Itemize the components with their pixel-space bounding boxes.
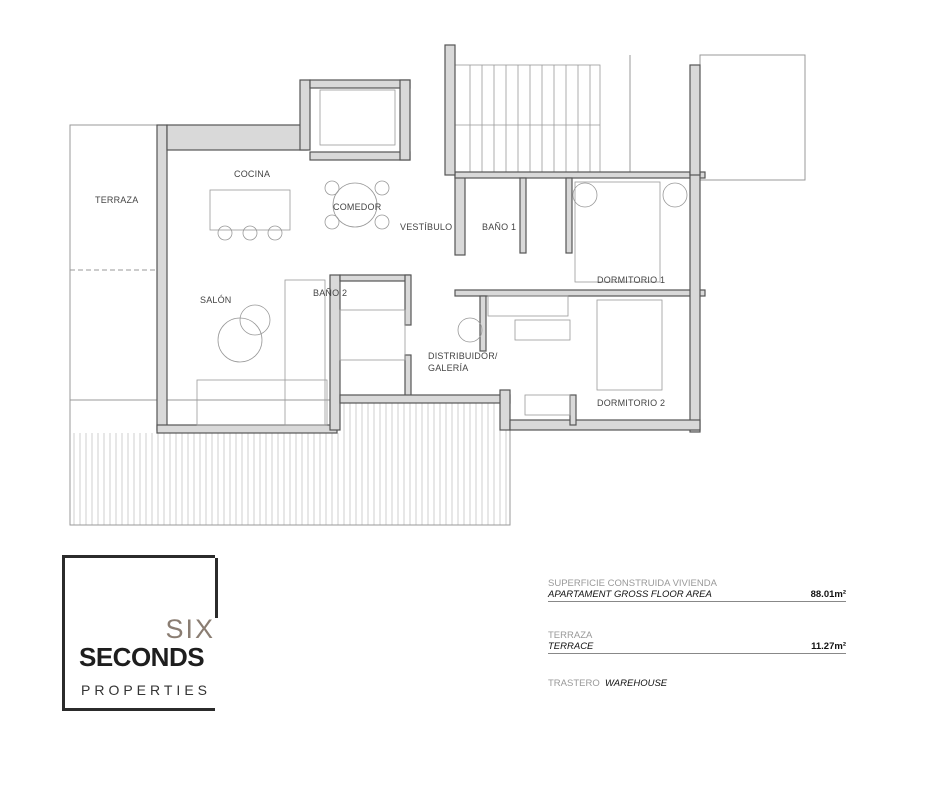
room-label-comedor: COMEDOR	[333, 202, 382, 212]
room-label-salon: SALÓN	[200, 295, 232, 305]
room-label-dormitorio1: DORMITORIO 1	[597, 275, 665, 285]
area-summary: SUPERFICIE CONSTRUIDA VIVIENDA APARTAMEN…	[548, 578, 846, 689]
floor-plan: COCINA COMEDOR TERRAZA SALÓN BAÑO 2 VEST…	[69, 44, 806, 526]
room-label-vestibulo: VESTÍBULO	[400, 222, 452, 232]
stairs	[454, 64, 601, 176]
storage-label-en: WAREHOUSE	[605, 678, 668, 689]
logo-seconds: SECONDS	[79, 642, 205, 672]
terrace-deck-hatch	[73, 403, 507, 525]
room-label-terraza: TERRAZA	[95, 195, 138, 205]
terrace-label-en: TERRACE	[548, 641, 594, 652]
room-label-galeria: GALERÍA	[428, 363, 468, 373]
furniture	[196, 89, 688, 426]
room-label-cocina: COCINA	[234, 169, 270, 179]
six-seconds-logo: SIX SECONDS PROPERTIES	[62, 555, 218, 711]
room-label-bano2: BAÑO 2	[313, 288, 347, 298]
terrace-label-es: TERRAZA	[548, 630, 593, 641]
gross-area-label-es: SUPERFICIE CONSTRUIDA VIVIENDA	[548, 578, 717, 589]
gross-area-value: 88.01m²	[810, 589, 846, 600]
room-label-bano1: BAÑO 1	[482, 222, 516, 232]
storage-label-es: TRASTERO	[548, 678, 600, 689]
walls	[156, 44, 706, 434]
logo-properties: PROPERTIES	[81, 682, 211, 698]
gross-area-label-en: APARTAMENT GROSS FLOOR AREA	[548, 589, 712, 600]
room-label-distribuidor: DISTRIBUIDOR/	[428, 351, 498, 361]
terrace-area-value: 11.27m²	[811, 641, 846, 652]
logo-six: SIX	[165, 614, 215, 644]
room-label-dormitorio2: DORMITORIO 2	[597, 398, 665, 408]
terrace-outline	[69, 54, 806, 526]
